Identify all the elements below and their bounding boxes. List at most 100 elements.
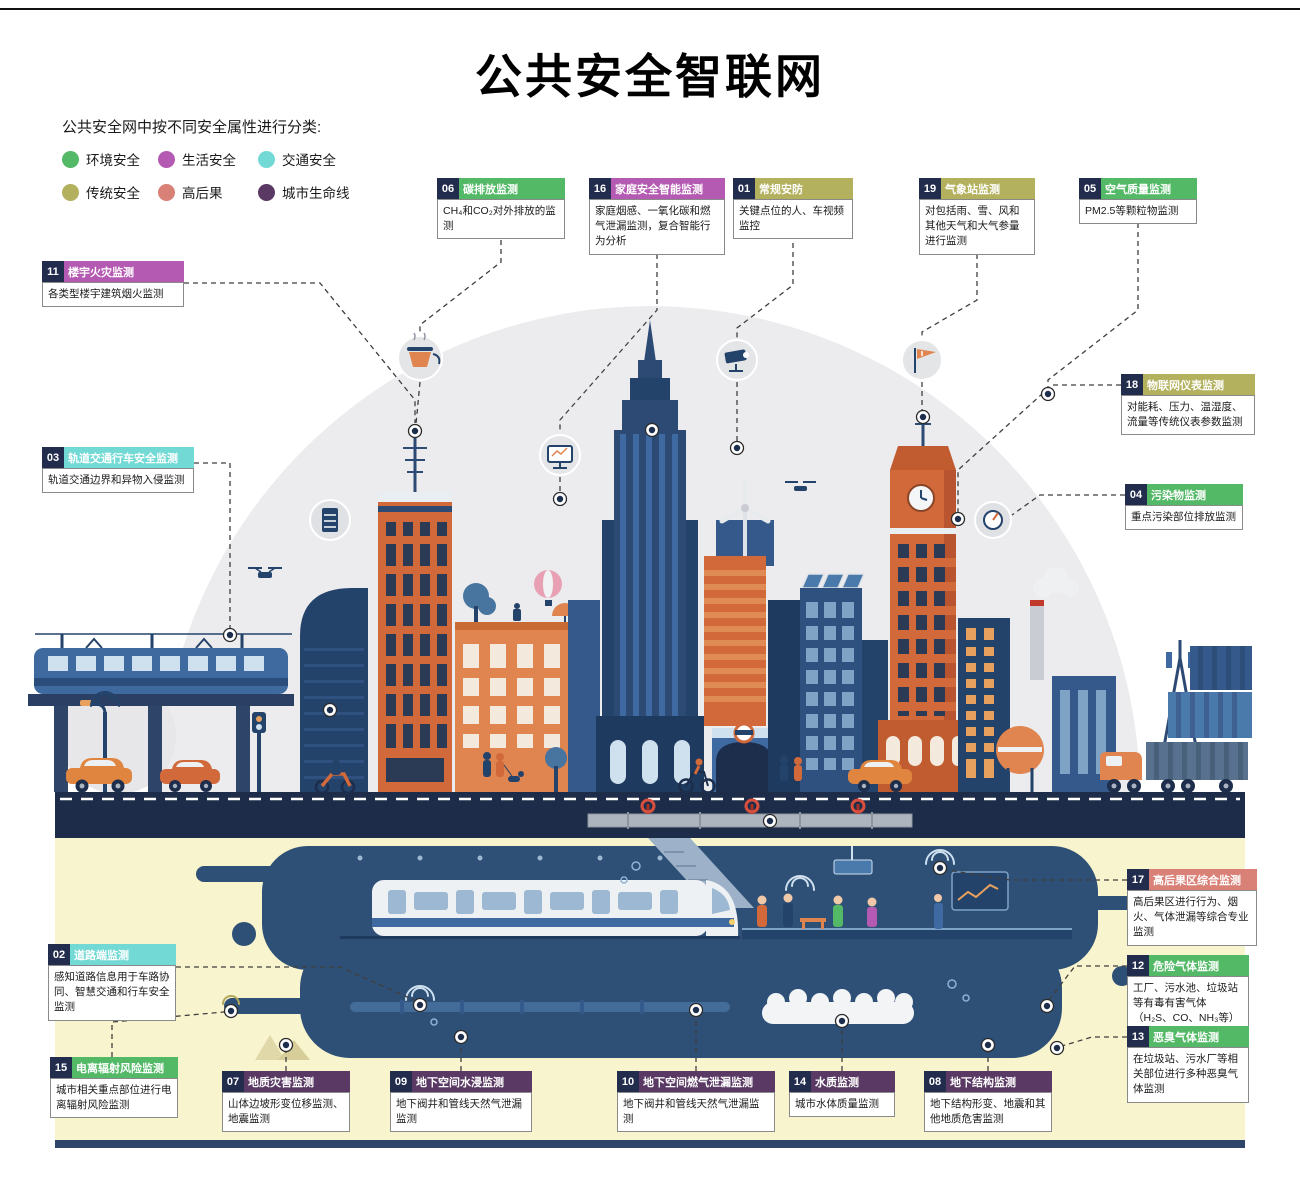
- drone-icon: [785, 481, 816, 491]
- legend-label: 传统安全: [86, 186, 140, 201]
- balloon-icon: [534, 570, 562, 606]
- callout-title: 碳排放监测: [459, 178, 565, 199]
- taxi: [66, 758, 132, 793]
- cctv-camera-icon: [716, 339, 758, 381]
- callout-num: 11: [42, 261, 64, 282]
- legend-item-high: 高后果: [158, 182, 258, 202]
- callout-body: 山体边坡形变位移监测、地震监测: [222, 1092, 350, 1133]
- legend-dot-lifeline: [258, 183, 275, 201]
- gauge-icon: [974, 501, 1012, 539]
- traffic-light-icon: [252, 712, 266, 792]
- legend-label: 高后果: [182, 186, 223, 201]
- callout-num: 07: [222, 1071, 244, 1092]
- wind-turbine-icon: [719, 479, 771, 524]
- callout-body: 城市相关重点部位进行电离辐射风险监测: [50, 1078, 178, 1119]
- callout-body: 对包括雨、雪、风和其他天气和大气参量进行监测: [919, 199, 1035, 255]
- truck: [1100, 742, 1248, 793]
- subway-train: [340, 880, 740, 939]
- connector-06b: [415, 381, 421, 425]
- car: [160, 760, 220, 792]
- callout-num: 19: [919, 178, 941, 199]
- callout-title: 常规安防: [755, 178, 853, 199]
- top-rule: [0, 8, 1300, 10]
- street-traffic: [66, 742, 1248, 795]
- callout-title: 危险气体监测: [1149, 955, 1249, 976]
- car: [848, 760, 912, 792]
- callout-num: 18: [1121, 374, 1143, 395]
- callout-body: 地下阀井和管线天然气泄漏监测: [617, 1092, 775, 1133]
- windsock-icon: [901, 339, 943, 381]
- callout-body: 城市水体质量监测: [789, 1092, 895, 1118]
- callout-body: 对能耗、压力、温湿度、流量等传统仪表参数监测: [1121, 395, 1255, 436]
- connector-15: [111, 1011, 225, 1057]
- callout-num: 05: [1079, 178, 1101, 199]
- callout-num: 13: [1127, 1026, 1149, 1047]
- callout-num: 01: [733, 178, 755, 199]
- callout-body: 地下结构形变、地震和其他地质危害监测: [924, 1092, 1052, 1133]
- callout-num: 03: [42, 447, 64, 468]
- valve-icon: [640, 798, 866, 814]
- callout-title: 水质监测: [811, 1071, 895, 1092]
- callout-body: 轨道交通边界和异物入侵监测: [42, 468, 194, 494]
- legend-dot-life: [158, 150, 175, 168]
- callout-body: 重点污染部位排放监测: [1125, 505, 1243, 531]
- callout-num: 08: [924, 1071, 946, 1092]
- callout-num: 14: [789, 1071, 811, 1092]
- pedestrians: [483, 752, 524, 782]
- home-monitor-icon: [539, 434, 581, 476]
- callout-title: 地下空间燃气泄漏监测: [639, 1071, 775, 1092]
- equipment-rack-icon: [309, 499, 351, 541]
- connector-02: [176, 966, 415, 1001]
- callout-title: 物联网仪表监测: [1143, 374, 1255, 395]
- platform: [742, 846, 1072, 939]
- legend-label: 城市生命线: [282, 186, 350, 201]
- connector-01: [736, 234, 794, 338]
- callout-title: 地质灾害监测: [244, 1071, 350, 1092]
- callout-title: 楼宇火灾监测: [64, 261, 184, 282]
- street-lamp-icon: [80, 700, 107, 792]
- wifi-signal-icon: [90, 691, 955, 1005]
- callout-body: CH₄和CO₂对外排放的监测: [437, 199, 565, 240]
- connector-04: [1011, 494, 1125, 516]
- callout-title: 电离辐射风险监测: [72, 1057, 178, 1078]
- callout-body: 感知道路信息用于车路协同、智慧交通和行车安全监测: [48, 965, 176, 1021]
- legend-item-life: 生活安全: [158, 149, 258, 169]
- legend-item-trad: 传统安全: [62, 182, 158, 202]
- callout-num: 06: [437, 178, 459, 199]
- callout-title: 地下结构监测: [946, 1071, 1052, 1092]
- callout-num: 10: [617, 1071, 639, 1092]
- callout-title: 家庭安全智能监测: [611, 178, 725, 199]
- drone-icon: [248, 567, 282, 578]
- callout-title: 气象站监测: [941, 178, 1035, 199]
- legend-item-traffic: 交通安全: [258, 149, 378, 169]
- callout-body: PM2.5等颗粒物监测: [1079, 199, 1197, 225]
- callout-num: 16: [589, 178, 611, 199]
- callout-num: 15: [50, 1057, 72, 1078]
- callout-body: 家庭烟感、一氧化碳和燃气泄漏监测，复合智能行为分析: [589, 199, 725, 255]
- connector-06: [419, 222, 502, 334]
- callout-title: 污染物监测: [1147, 484, 1243, 505]
- sensor-nodes: [222, 386, 1065, 1056]
- callout-body: 高后果区进行行为、烟火、气体泄漏等综合专业监测: [1127, 890, 1257, 946]
- legend-item-env: 环境安全: [62, 149, 158, 169]
- page-subtitle: 公共安全网中按不同安全属性进行分类:: [62, 119, 322, 136]
- callout-num: 17: [1127, 869, 1149, 890]
- cyclist: [678, 758, 716, 794]
- connector-13: [1061, 1036, 1127, 1047]
- page-title: 公共安全智联网: [475, 50, 825, 103]
- callout-num: 12: [1127, 955, 1149, 976]
- callout-title: 地下空间水浸监测: [412, 1071, 532, 1092]
